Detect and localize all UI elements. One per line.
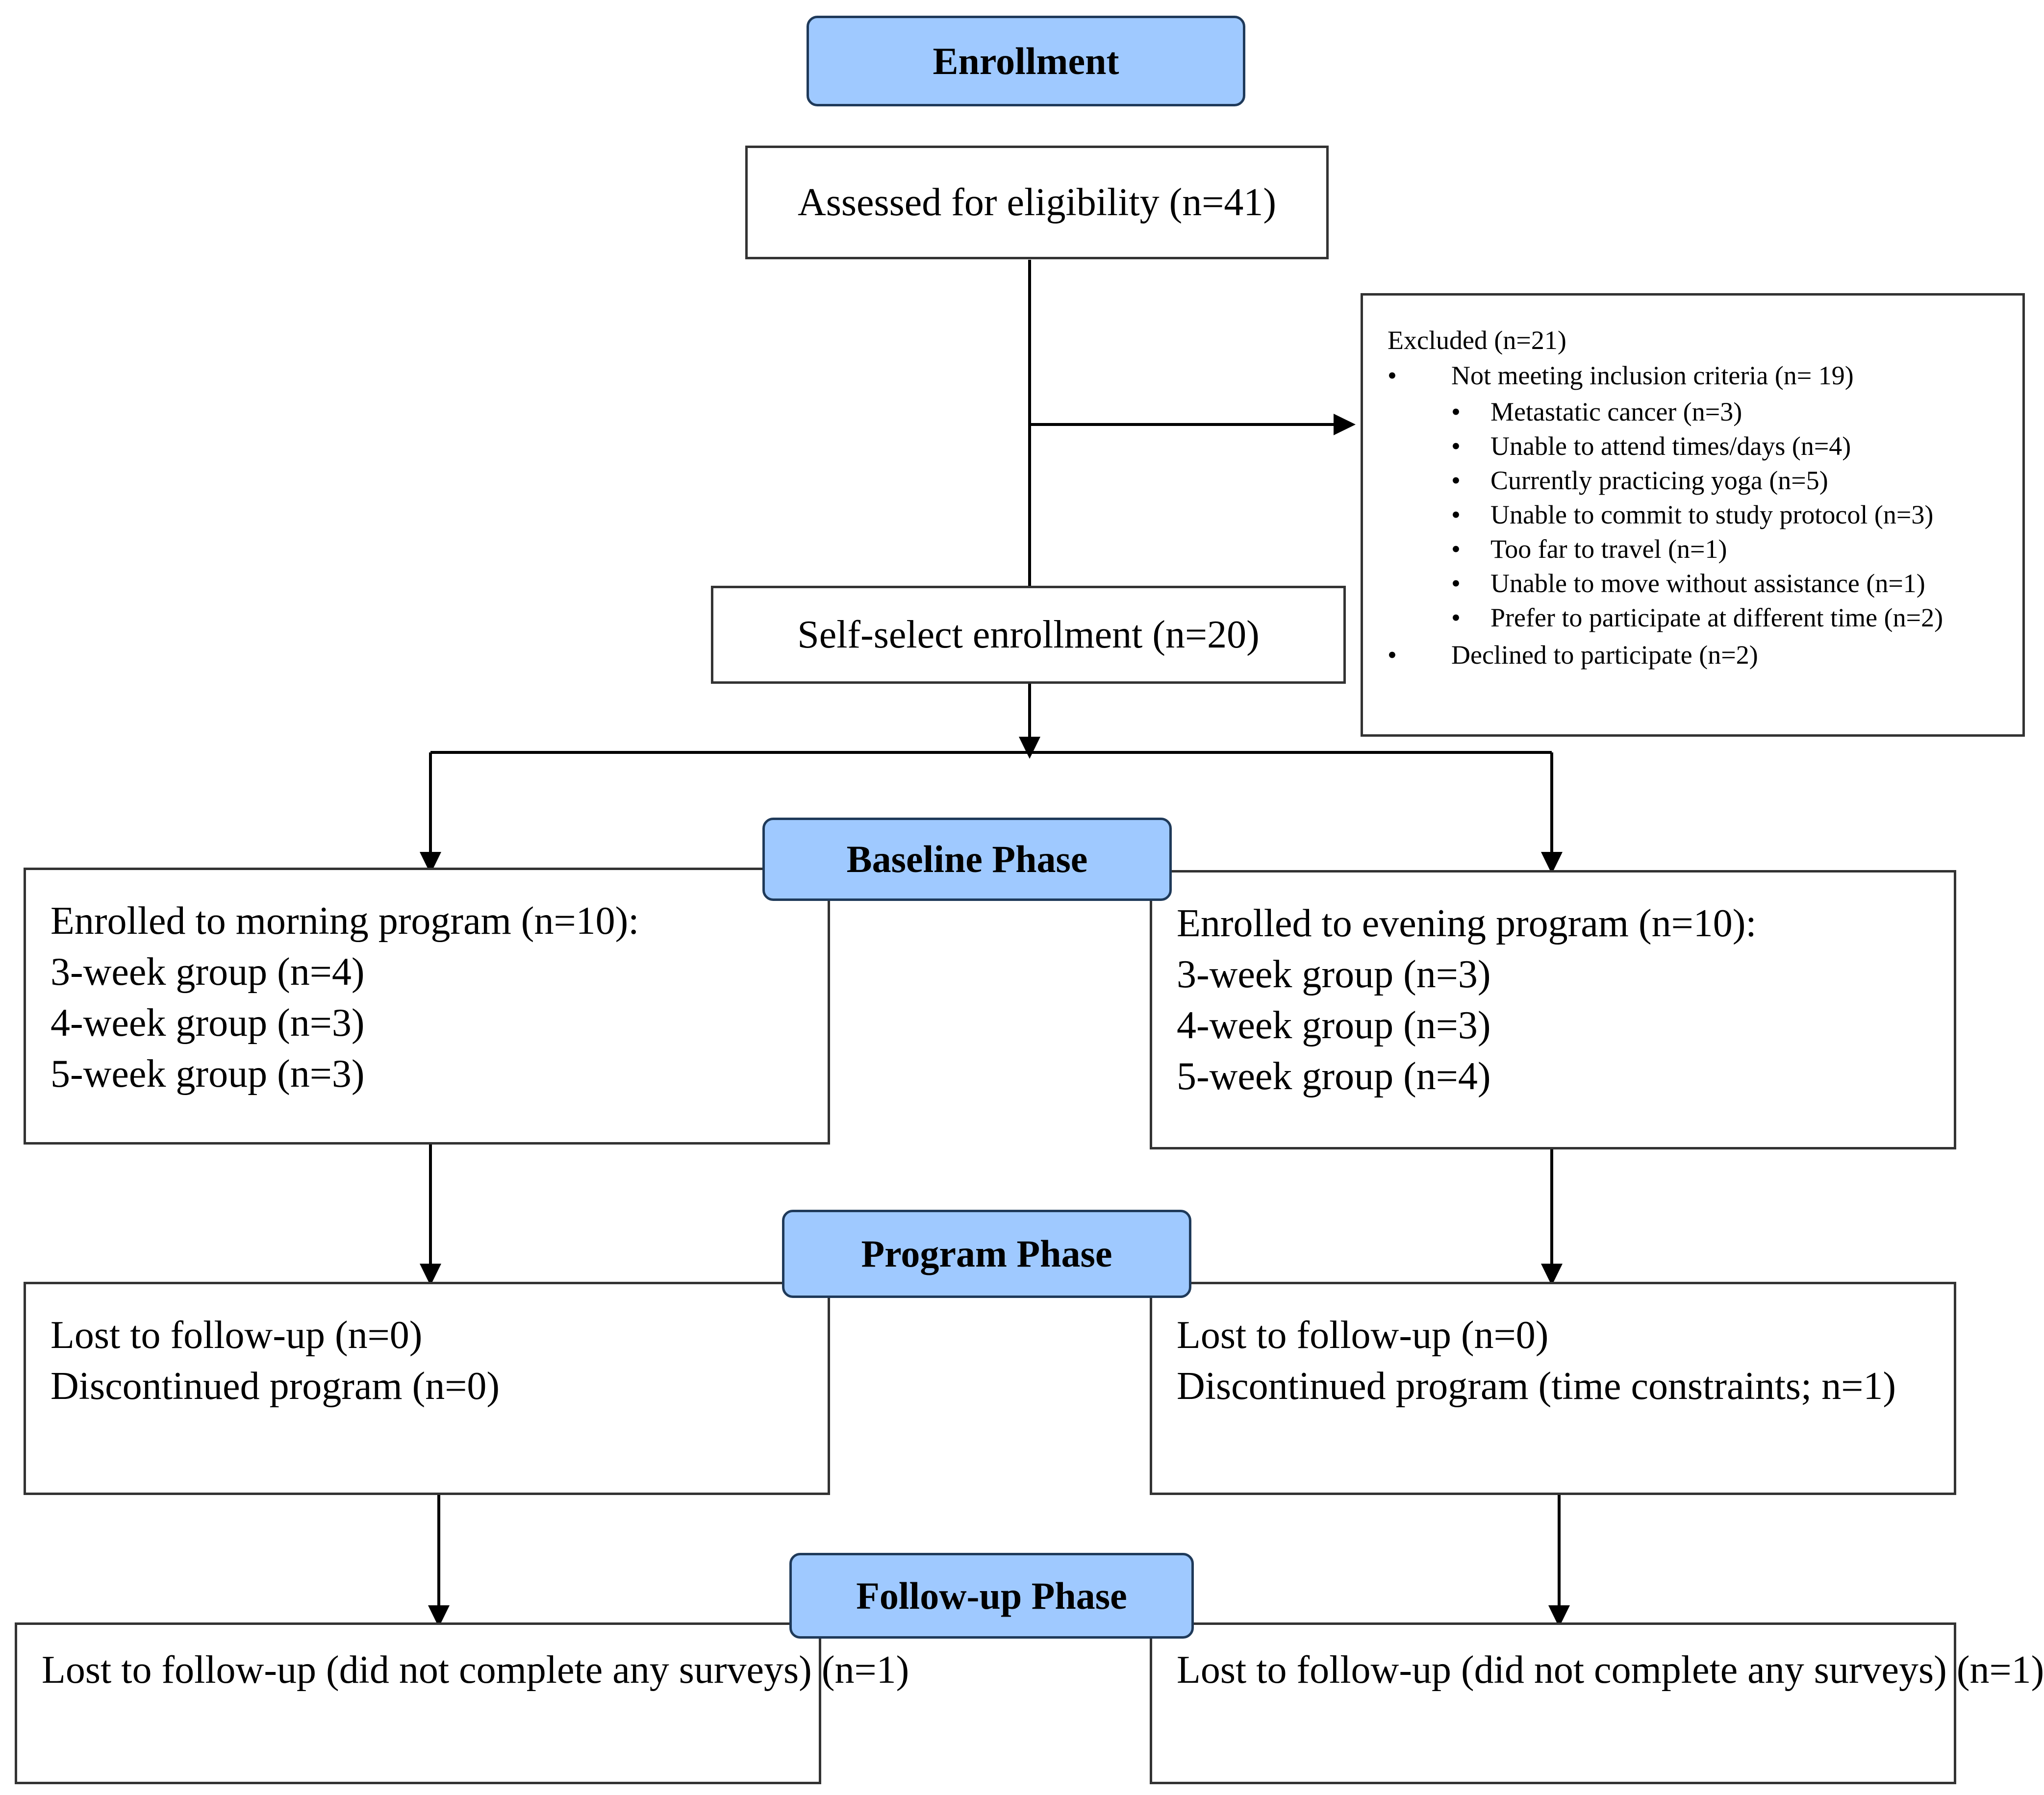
evening-baseline-box: Enrolled to evening program (n=10): 3-we… [1150, 870, 1956, 1149]
exclusion-reason-item: Unable to attend times/days (n=4) [1388, 431, 2003, 461]
morning-followup-box: Lost to follow-up (did not complete any … [15, 1622, 909, 1784]
exclusion-reason-item: Unable to commit to study protocol (n=3) [1388, 499, 2003, 530]
excluded-box: Excluded (n=21) Not meeting inclusion cr… [1361, 293, 2025, 737]
morning-program-box: Lost to follow-up (n=0) Discontinued pro… [24, 1282, 830, 1495]
morning-program-arrowhead [420, 1264, 441, 1286]
excluded-title: Excluded (n=21) [1388, 325, 1566, 355]
self-select-arrowhead [1019, 737, 1040, 759]
assessed-box: Assessed for eligibility (n=41) [745, 146, 1329, 259]
exclusion-reason-item: Unable to move without assistance (n=1) [1388, 568, 2003, 598]
morning-followup-arrowhead [428, 1605, 450, 1627]
baseline-phase-header: Baseline Phase [762, 818, 1172, 901]
enrollment-header: Enrollment [807, 16, 1245, 106]
evening-followup-text: Lost to follow-up (did not complete any … [1177, 1648, 2044, 1692]
exclusion-arrowhead [1334, 414, 1356, 435]
morning-baseline-arrowhead [420, 852, 441, 874]
evening-lost-to-followup: Lost to follow-up (n=0) [1177, 1314, 1549, 1357]
evening-group-item: 3-week group (n=3) [1177, 953, 1491, 996]
evening-program-arrowhead [1541, 1264, 1563, 1286]
declined-item: Declined to participate (n=2) [1388, 640, 2003, 670]
morning-group-item: 5-week group (n=3) [50, 1052, 365, 1096]
evening-group-item: 5-week group (n=4) [1177, 1055, 1491, 1098]
evening-group-item: 4-week group (n=3) [1177, 1004, 1491, 1047]
evening-followup-arrowhead [1548, 1605, 1570, 1627]
self-select-box: Self-select enrollment (n=20) [711, 586, 1346, 684]
morning-group-item: 3-week group (n=4) [50, 950, 365, 994]
exclusion-reason-item: Prefer to participate at different time … [1388, 602, 2003, 633]
evening-program-box: Lost to follow-up (n=0) Discontinued pro… [1150, 1282, 1956, 1495]
morning-followup-text: Lost to follow-up (did not complete any … [42, 1648, 909, 1692]
evening-discontinued: Discontinued program (time constraints; … [1177, 1365, 1896, 1408]
evening-enrolled-title: Enrolled to evening program (n=10): [1177, 902, 1757, 945]
followup-phase-header: Follow-up Phase [789, 1553, 1194, 1639]
not-meeting-criteria-item: Not meeting inclusion criteria (n= 19) [1388, 360, 2003, 391]
exclusion-reason-item: Too far to travel (n=1) [1388, 534, 2003, 564]
morning-enrolled-title: Enrolled to morning program (n=10): [50, 899, 639, 943]
evening-baseline-arrowhead [1541, 852, 1563, 874]
exclusion-reason-item: Currently practicing yoga (n=5) [1388, 465, 2003, 496]
exclusion-reason-item: Metastatic cancer (n=3) [1388, 397, 2003, 427]
self-select-text: Self-select enrollment (n=20) [797, 613, 1260, 656]
evening-followup-box: Lost to follow-up (did not complete any … [1150, 1622, 2044, 1784]
morning-baseline-box: Enrolled to morning program (n=10): 3-we… [24, 868, 830, 1145]
assessed-text: Assessed for eligibility (n=41) [797, 180, 1277, 224]
program-phase-header: Program Phase [782, 1210, 1191, 1298]
morning-discontinued: Discontinued program (n=0) [50, 1365, 500, 1408]
morning-lost-to-followup: Lost to follow-up (n=0) [50, 1314, 423, 1357]
morning-group-item: 4-week group (n=3) [50, 1001, 365, 1045]
